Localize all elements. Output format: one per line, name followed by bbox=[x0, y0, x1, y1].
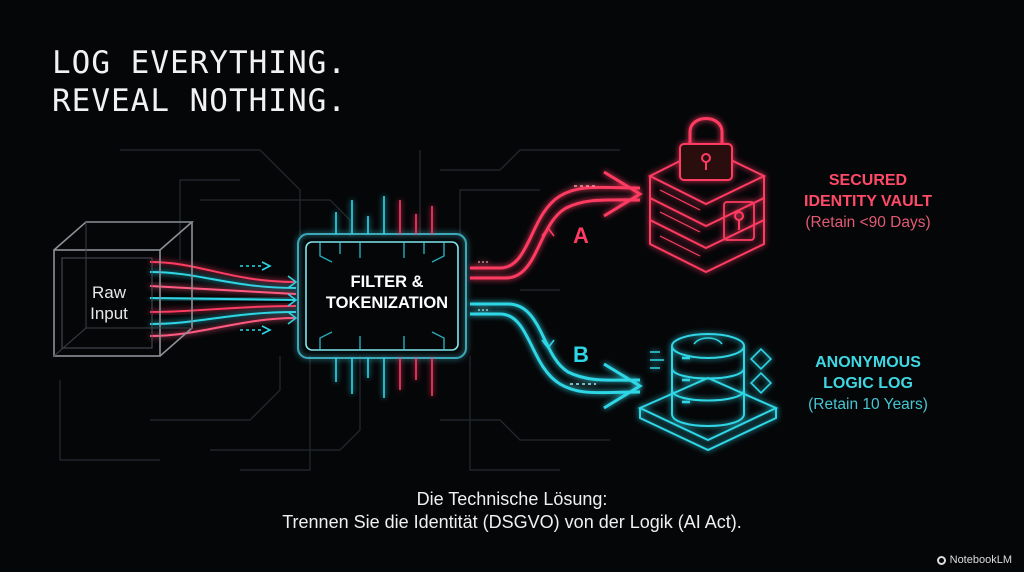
brand-name: NotebookLM bbox=[949, 554, 1012, 566]
logic-log-label: ANONYMOUS LOGIC LOG (Retain 10 Years) bbox=[786, 352, 950, 416]
input-arrowheads bbox=[240, 261, 298, 335]
notebooklm-logo-icon bbox=[936, 555, 946, 565]
branch-a-path bbox=[470, 170, 643, 280]
raw-input-line-1: Raw bbox=[91, 283, 126, 302]
anonymous-logic-log-database-icon bbox=[637, 333, 779, 452]
raw-input-line-2: Input bbox=[90, 304, 128, 323]
branch-b-path bbox=[470, 302, 643, 410]
filter-tokenization-chip-icon bbox=[297, 196, 467, 398]
vault-retention: (Retain <90 Days) bbox=[805, 214, 931, 231]
headline-line-2: REVEAL NOTHING. bbox=[52, 83, 347, 119]
headline-line-1: LOG EVERYTHING. bbox=[52, 45, 347, 81]
brand-watermark: NotebookLM bbox=[936, 554, 1012, 566]
raw-input-label: Raw Input bbox=[66, 282, 152, 324]
filter-tokenization-label: FILTER & TOKENIZATION bbox=[302, 272, 472, 314]
branch-b-label: B bbox=[573, 342, 589, 367]
caption-line-2: Trennen Sie die Identität (DSGVO) von de… bbox=[282, 512, 742, 532]
logic-log-title-line-2: LOGIC LOG bbox=[823, 375, 913, 392]
raw-input-cube-icon bbox=[53, 221, 195, 357]
secured-vault-label: SECURED IDENTITY VAULT (Retain <90 Days) bbox=[786, 170, 950, 234]
caption: Die Technische Lösung: Trennen Sie die I… bbox=[212, 488, 812, 534]
input-flow-lines bbox=[149, 261, 297, 337]
logic-log-retention: (Retain 10 Years) bbox=[808, 396, 928, 413]
secured-vault-lock-server-icon bbox=[647, 117, 767, 274]
branch-a-label: A bbox=[573, 223, 589, 248]
vault-title-line-2: IDENTITY VAULT bbox=[804, 193, 932, 210]
filter-label-line-1: FILTER & bbox=[350, 273, 424, 291]
logic-log-title-line-1: ANONYMOUS bbox=[815, 354, 921, 371]
filter-label-line-2: TOKENIZATION bbox=[325, 294, 449, 312]
vault-title-line-1: SECURED bbox=[828, 172, 908, 189]
caption-line-1: Die Technische Lösung: bbox=[416, 489, 608, 509]
headline: LOG EVERYTHING. REVEAL NOTHING. bbox=[52, 44, 347, 120]
